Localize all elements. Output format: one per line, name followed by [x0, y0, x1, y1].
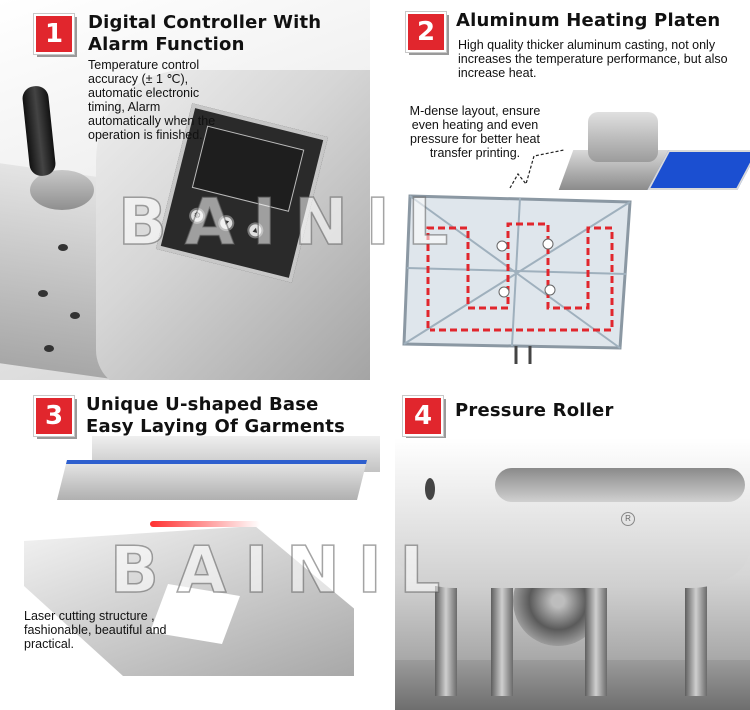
panel-title-line: Alarm Function [88, 34, 245, 55]
arm-hole [425, 478, 435, 500]
step-badge: 3 [33, 395, 75, 437]
panel-heating-platen: 2 Aluminum Heating Platen High quality t… [378, 0, 750, 380]
panel-description: Temperature control accuracy (± 1 ℃), au… [88, 58, 216, 142]
laser-highlight [150, 521, 260, 527]
controller-button-set: ⚙ [187, 206, 207, 226]
heating-element-diagram [402, 194, 632, 364]
panel-digital-controller: ⚙ ▼ ▲ 1 Digital Controller With Alarm Fu… [0, 0, 370, 380]
panel-description: Laser cutting structure , fashionable, b… [24, 609, 167, 651]
support-post [585, 586, 607, 696]
controller-button-down: ▼ [216, 213, 236, 233]
support-post [685, 586, 707, 696]
step-badge: 1 [33, 13, 75, 55]
mount-hole [58, 244, 68, 251]
support-post [435, 586, 457, 696]
platen-callout: M-dense layout, ensure even heating and … [409, 104, 541, 160]
panel-u-shaped-base: 3 Unique U-shaped Base Easy Laying Of Ga… [0, 388, 380, 710]
panel-title: Digital Controller With Alarm Function [88, 12, 321, 56]
registered-mark-icon: R [621, 512, 635, 526]
step-badge: 2 [405, 11, 447, 53]
mount-hole [70, 312, 80, 319]
mount-hole [44, 345, 54, 352]
lower-platen [57, 460, 367, 500]
base-cutout [150, 584, 240, 644]
panel-title-line: Digital Controller With [88, 12, 322, 33]
step-badge: 4 [402, 395, 444, 437]
handle-base [30, 170, 94, 210]
support-post [491, 586, 513, 696]
panel-pressure-roller: R [395, 438, 750, 710]
panel-title: Aluminum Heating Platen [456, 10, 721, 31]
press-arm [395, 438, 750, 588]
panel-title-line: Unique U-shaped Base [86, 394, 319, 415]
heating-path [426, 222, 614, 332]
panel-description: High quality thicker aluminum casting, n… [458, 38, 728, 80]
controller-button-up: ▲ [245, 220, 266, 241]
arm-slot [495, 468, 745, 502]
panel-title: Pressure Roller [455, 400, 614, 421]
callout-arrow [509, 149, 565, 189]
panel-title-line: Easy Laying Of Garments [86, 416, 345, 437]
panel-title: Unique U-shaped Base Easy Laying Of Garm… [86, 394, 345, 438]
press-head [588, 112, 658, 162]
mount-hole [38, 290, 48, 297]
